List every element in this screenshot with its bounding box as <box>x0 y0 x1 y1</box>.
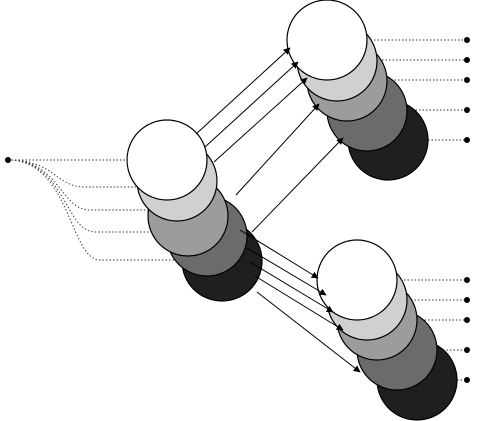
input-dotted-link-4 <box>7 159 140 188</box>
center-circle-stack <box>126 119 263 302</box>
arrow-link-9 <box>254 275 344 331</box>
output-dot-5 <box>464 137 470 143</box>
output-dot-8 <box>464 317 470 323</box>
arrow-links <box>195 47 361 373</box>
input-dotted-link-1 <box>7 159 185 261</box>
center-circle-5 <box>126 119 208 201</box>
input-dotted-links <box>7 159 185 261</box>
bottom-circle-stack <box>316 239 458 421</box>
output-dot-2 <box>464 57 470 63</box>
output-dot-10 <box>464 377 470 383</box>
top-circle-5 <box>286 0 368 81</box>
output-dot-7 <box>464 297 470 303</box>
arrow-link-8 <box>249 261 334 313</box>
arrow-link-3 <box>213 77 308 163</box>
arrow-link-6 <box>239 229 319 279</box>
output-dot-1 <box>464 37 470 43</box>
output-dot-4 <box>464 107 470 113</box>
source-dot <box>5 157 11 163</box>
endpoint-dots <box>5 37 470 383</box>
arrow-link-2 <box>204 61 299 148</box>
arrow-link-1 <box>195 47 291 135</box>
arrow-link-7 <box>246 247 327 296</box>
circle-stacks <box>126 0 458 421</box>
arrow-link-10 <box>256 291 361 373</box>
output-dot-9 <box>464 347 470 353</box>
arrow-link-5 <box>251 137 344 233</box>
bottom-circle-5 <box>316 239 398 321</box>
output-dot-3 <box>464 77 470 83</box>
top-circle-stack <box>286 0 429 181</box>
output-dot-6 <box>464 277 470 283</box>
arrow-link-4 <box>235 103 320 196</box>
output-dotted-links <box>367 39 467 381</box>
